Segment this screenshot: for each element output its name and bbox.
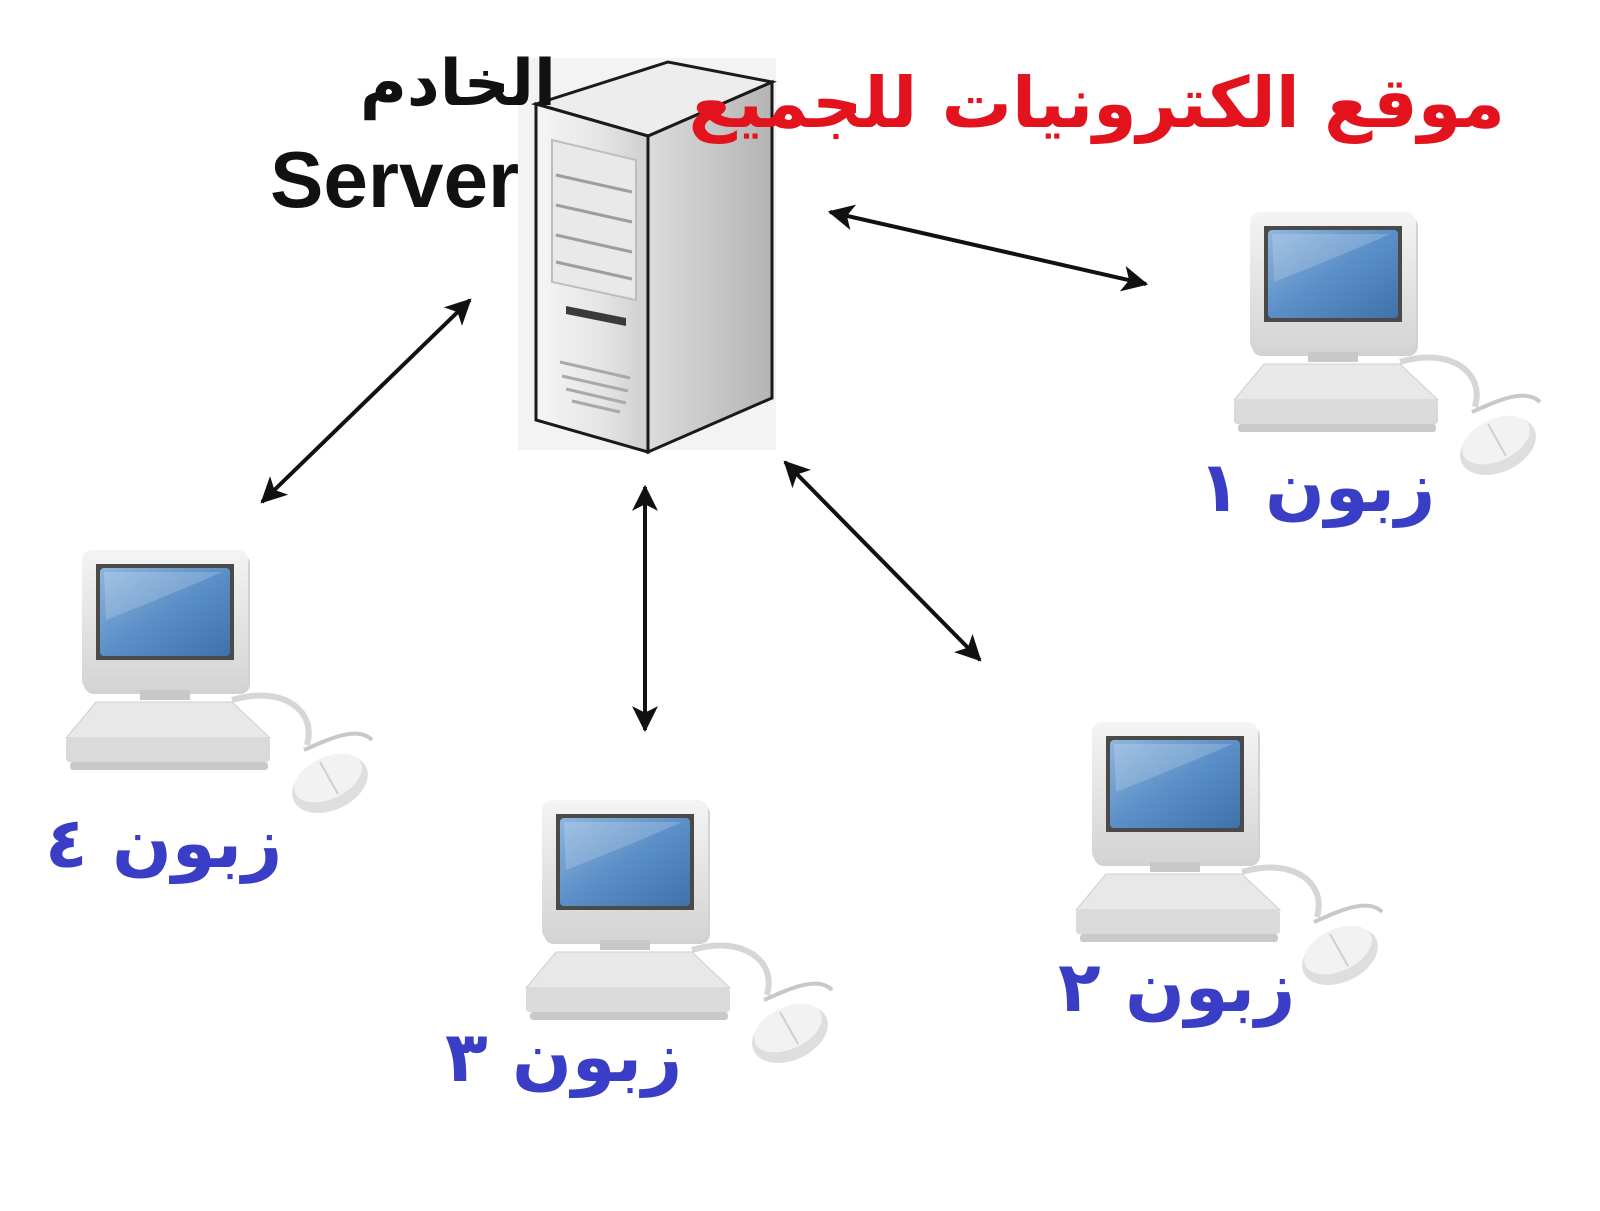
server-label-arabic: الخادم (360, 47, 556, 121)
arrow-server-client-4 (260, 298, 472, 504)
site-title: موقع الكترونيات للجميع (688, 62, 1505, 144)
client-3-label: زبون ٣ (445, 1016, 683, 1098)
server-label-english: Server (270, 135, 520, 224)
client-4-label: زبون ٤ (45, 802, 283, 884)
arrow-server-client-1 (827, 204, 1149, 292)
client-4-computer-icon (66, 550, 377, 824)
arrow-server-client-2 (783, 460, 982, 662)
client-1-label: زبون ١ (1198, 446, 1436, 528)
server-tower-icon (518, 58, 778, 455)
client-2-label: زبون ٢ (1058, 946, 1296, 1028)
